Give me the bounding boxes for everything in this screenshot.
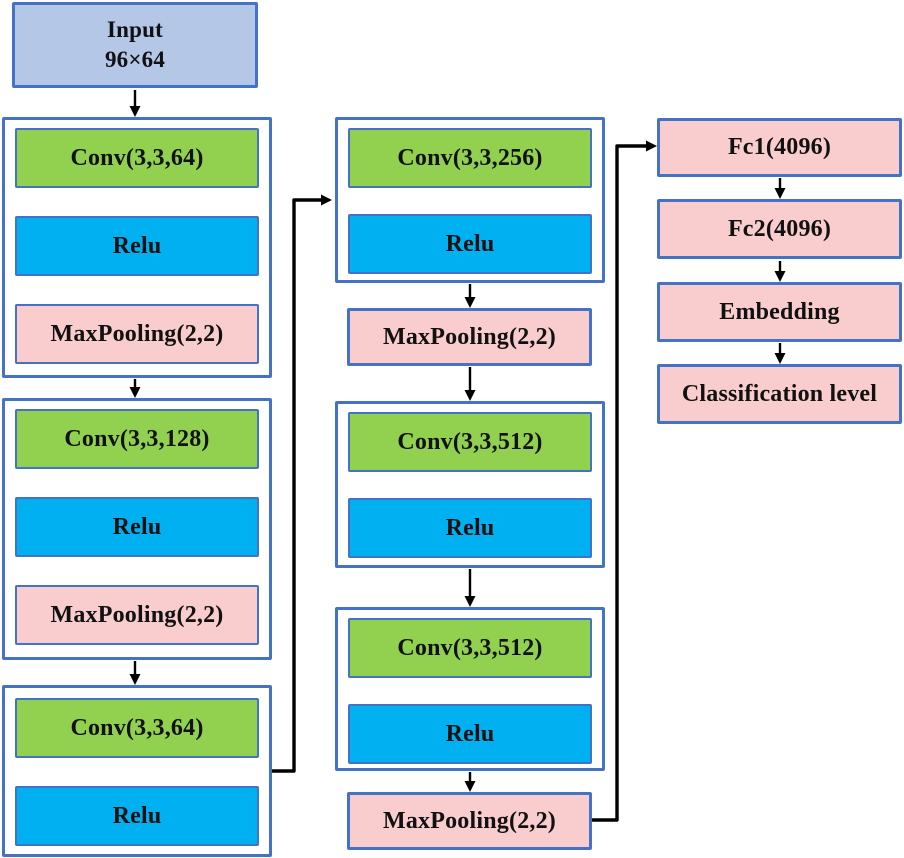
- node-relu-5: Relu: [348, 498, 592, 558]
- node-fc1: Fc1(4096): [657, 118, 902, 177]
- node-relu-6: Relu: [348, 704, 592, 764]
- node-conv-128: Conv(3,3,128): [15, 409, 259, 469]
- node-conv-512-a: Conv(3,3,512): [348, 412, 592, 472]
- group-conv-block-3: Conv(3,3,64) Relu: [2, 685, 272, 857]
- node-classification: Classification level: [657, 364, 902, 424]
- group-conv-block-1: Conv(3,3,64) Relu MaxPooling(2,2): [2, 117, 272, 378]
- node-embedding: Embedding: [657, 282, 902, 342]
- node-relu-4: Relu: [348, 214, 592, 274]
- input-label: Input: [107, 17, 163, 43]
- group-conv-block-4: Conv(3,3,256) Relu: [335, 117, 605, 283]
- node-maxpool-2: MaxPooling(2,2): [15, 585, 259, 645]
- node-conv-64-b: Conv(3,3,64): [15, 698, 259, 758]
- node-maxpool-3: MaxPooling(2,2): [347, 308, 592, 366]
- group-conv-block-6: Conv(3,3,512) Relu: [335, 607, 605, 771]
- group-conv-block-2: Conv(3,3,128) Relu MaxPooling(2,2): [2, 398, 272, 660]
- elbow-group3-to-middle-group1: [272, 194, 332, 773]
- node-relu-1: Relu: [15, 216, 259, 276]
- node-maxpool-1: MaxPooling(2,2): [15, 304, 259, 364]
- node-conv-256: Conv(3,3,256): [348, 128, 592, 188]
- node-fc2: Fc2(4096): [657, 199, 902, 259]
- node-conv-512-b: Conv(3,3,512): [348, 618, 592, 678]
- node-input: Input 96×64: [12, 2, 258, 88]
- group-conv-block-5: Conv(3,3,512) Relu: [335, 401, 605, 568]
- node-maxpool-4: MaxPooling(2,2): [347, 792, 592, 850]
- node-relu-3: Relu: [15, 786, 259, 846]
- node-relu-2: Relu: [15, 497, 259, 557]
- input-size-label: 96×64: [104, 47, 166, 72]
- node-conv-64-a: Conv(3,3,64): [15, 128, 259, 188]
